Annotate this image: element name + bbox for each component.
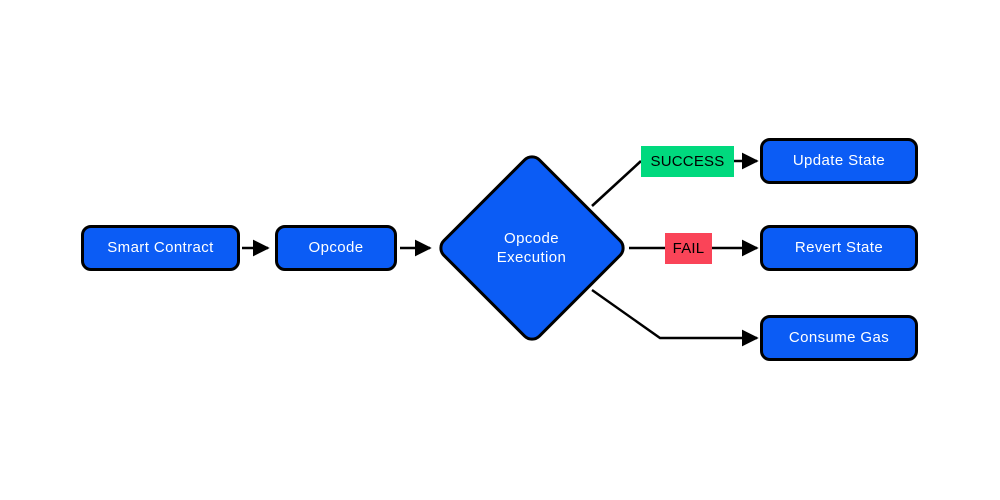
edge-label-success-text: SUCCESS [650, 153, 725, 170]
edge-label-success: SUCCESS [641, 146, 734, 177]
node-consume-gas[interactable]: Consume Gas [760, 315, 918, 361]
node-smart-contract[interactable]: Smart Contract [81, 225, 240, 271]
node-opcode-execution[interactable]: Opcode Execution [433, 150, 630, 346]
edge-label-fail: FAIL [665, 233, 712, 264]
node-opcode[interactable]: Opcode [275, 225, 397, 271]
node-revert-state-label: Revert State [794, 238, 884, 256]
node-update-state[interactable]: Update State [760, 138, 918, 184]
node-update-state-label: Update State [792, 151, 886, 169]
node-opcode-execution-label: Opcode Execution [496, 229, 567, 267]
node-smart-contract-label: Smart Contract [107, 238, 214, 256]
edge-execution-to-consume-gas [591, 289, 759, 347]
node-revert-state[interactable]: Revert State [760, 225, 918, 271]
edge-execution-to-success [591, 160, 642, 207]
node-consume-gas-label: Consume Gas [788, 328, 890, 346]
node-opcode-label: Opcode [308, 238, 364, 256]
edge-label-fail-text: FAIL [672, 240, 705, 257]
